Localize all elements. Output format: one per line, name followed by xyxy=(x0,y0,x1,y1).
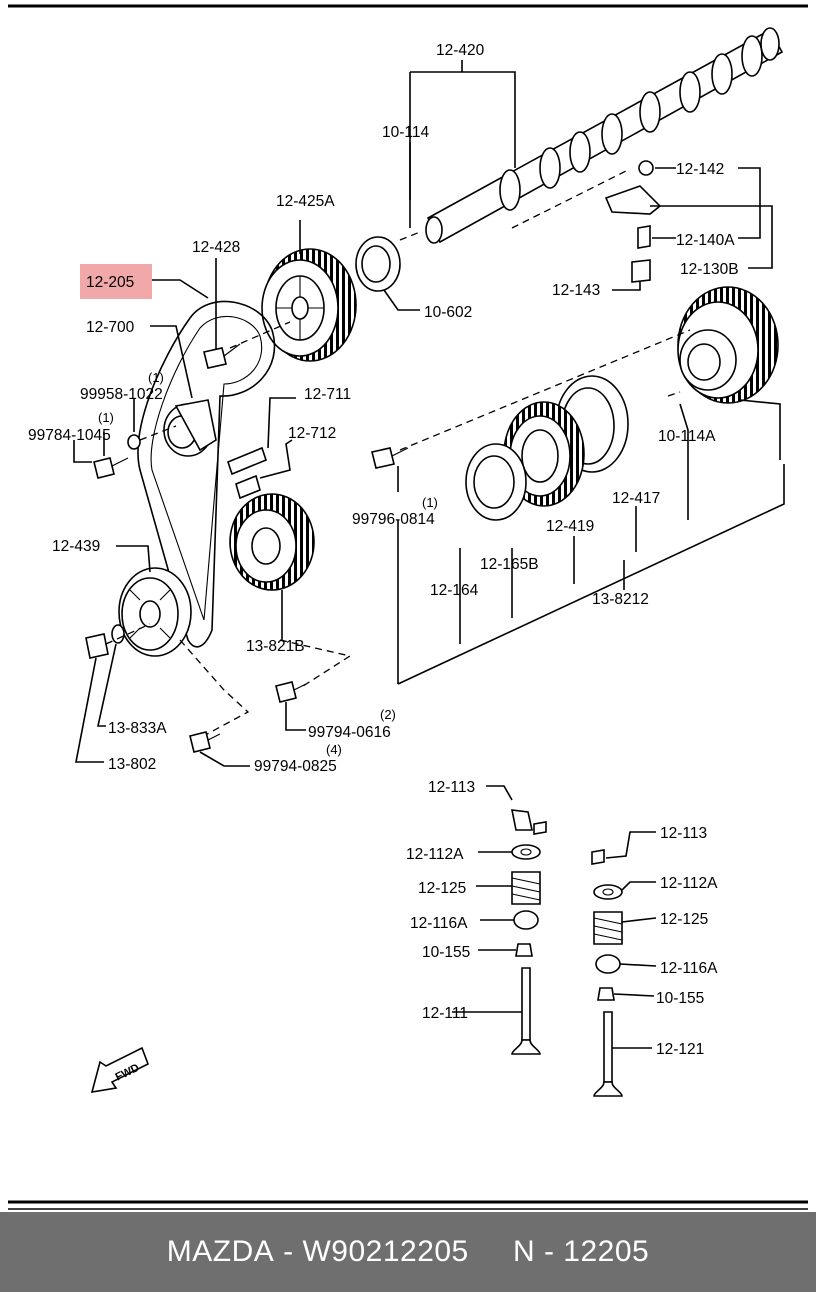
tensioner-pulley xyxy=(163,399,217,457)
label-12-712: 12-712 xyxy=(288,425,336,442)
cam-pulley xyxy=(261,248,357,362)
label-12-165b: 12-165B xyxy=(480,556,539,573)
label-12-125-right: 12-125 xyxy=(660,911,708,928)
label-12-116a-left: 12-116A xyxy=(410,915,468,932)
bolt-99794-0825 xyxy=(189,731,221,753)
crank-bolt xyxy=(85,624,125,659)
label-12-116a-right: 12-116A xyxy=(660,960,718,977)
crankshaft-pulley xyxy=(118,567,192,657)
washer-99958 xyxy=(127,434,141,450)
bolt-99794-0616 xyxy=(275,681,307,703)
label-99958-1022: 99958-1022 xyxy=(80,386,163,403)
label-10-155-left: 10-155 xyxy=(422,944,470,961)
label-10-114: 10-114 xyxy=(382,124,429,141)
label-12-417: 12-417 xyxy=(612,490,660,507)
label-13-8212: 13-8212 xyxy=(592,591,649,608)
label-12-140a: 12-140A xyxy=(676,232,735,249)
footer-separator: - xyxy=(274,1235,303,1268)
label-99796-0814: 99796-0814 xyxy=(352,511,435,528)
label-12-125-left: 12-125 xyxy=(418,880,466,897)
label-99794-0825: 99794-0825 xyxy=(254,758,337,775)
label-12-113-left: 12-113 xyxy=(428,779,475,796)
footer-n-value: 12205 xyxy=(563,1235,650,1268)
label-99784-qty: (1) xyxy=(98,410,114,425)
sprocket-12-419 xyxy=(503,401,585,507)
label-10-602: 10-602 xyxy=(424,304,472,321)
label-12-428: 12-428 xyxy=(192,239,240,256)
camshaft xyxy=(399,27,784,244)
label-13-833a: 13-833A xyxy=(108,720,167,737)
label-12-112a-left: 12-112A xyxy=(406,846,464,863)
fwd-arrow-icon: FWD xyxy=(90,1046,150,1093)
label-12-130b: 12-130B xyxy=(680,261,739,278)
valve-train-intake xyxy=(510,809,547,1055)
seal-12-164 xyxy=(465,443,527,521)
label-13-821b: 13-821B xyxy=(246,638,305,655)
rocker-arm-group xyxy=(604,160,662,283)
label-12-121: 12-121 xyxy=(656,1041,704,1058)
label-12-711: 12-711 xyxy=(304,386,351,403)
label-12-419: 12-419 xyxy=(546,518,594,535)
label-12-112a-right: 12-112A xyxy=(660,875,718,892)
label-99958-qty: (1) xyxy=(148,370,164,385)
footer-gap xyxy=(469,1235,513,1269)
pin-12-711 xyxy=(227,446,267,476)
camshaft-sprocket xyxy=(677,286,779,404)
oil-seal xyxy=(355,236,401,292)
label-12-420: 12-420 xyxy=(436,42,485,59)
footer-bar: MAZDA - W90212205 N - 12205 xyxy=(0,1212,816,1292)
label-10-155-right: 10-155 xyxy=(656,990,704,1007)
bolt-12-428 xyxy=(203,343,241,369)
timing-belt xyxy=(137,300,276,648)
label-12-111: 12-111 xyxy=(422,1005,468,1022)
bolt-99796 xyxy=(371,447,409,469)
label-99794-0825-qty: (4) xyxy=(326,742,342,757)
label-99784-1045: 99784-1045 xyxy=(28,427,111,444)
footer-brand: MAZDA xyxy=(166,1235,275,1268)
footer-part-number: W90212205 xyxy=(302,1235,469,1268)
footer-n-label: N - xyxy=(512,1235,564,1268)
label-13-802: 13-802 xyxy=(108,756,156,773)
highlight-box xyxy=(80,264,152,299)
crank-timing-gear xyxy=(229,493,315,591)
label-12-439: 12-439 xyxy=(52,538,100,555)
label-12-113-right: 12-113 xyxy=(660,825,707,842)
part-labels: 12-420 10-114 12-142 12-425A 12-140A 12-… xyxy=(28,42,739,1058)
label-10-114a: 10-114A xyxy=(658,428,716,445)
label-12-142: 12-142 xyxy=(676,161,724,178)
valve-train-exhaust xyxy=(591,849,623,1097)
label-99794-0616: 99794-0616 xyxy=(308,724,391,741)
label-99796-qty: (1) xyxy=(422,495,438,510)
label-12-164: 12-164 xyxy=(430,582,479,599)
label-12-700: 12-700 xyxy=(86,319,135,336)
label-12-143: 12-143 xyxy=(552,282,600,299)
label-99794-0616-qty: (2) xyxy=(380,707,396,722)
label-12-205: 12-205 xyxy=(86,274,134,291)
bolt-99784 xyxy=(93,457,129,479)
label-12-425a: 12-425A xyxy=(276,193,335,210)
pin-12-712 xyxy=(235,474,261,500)
